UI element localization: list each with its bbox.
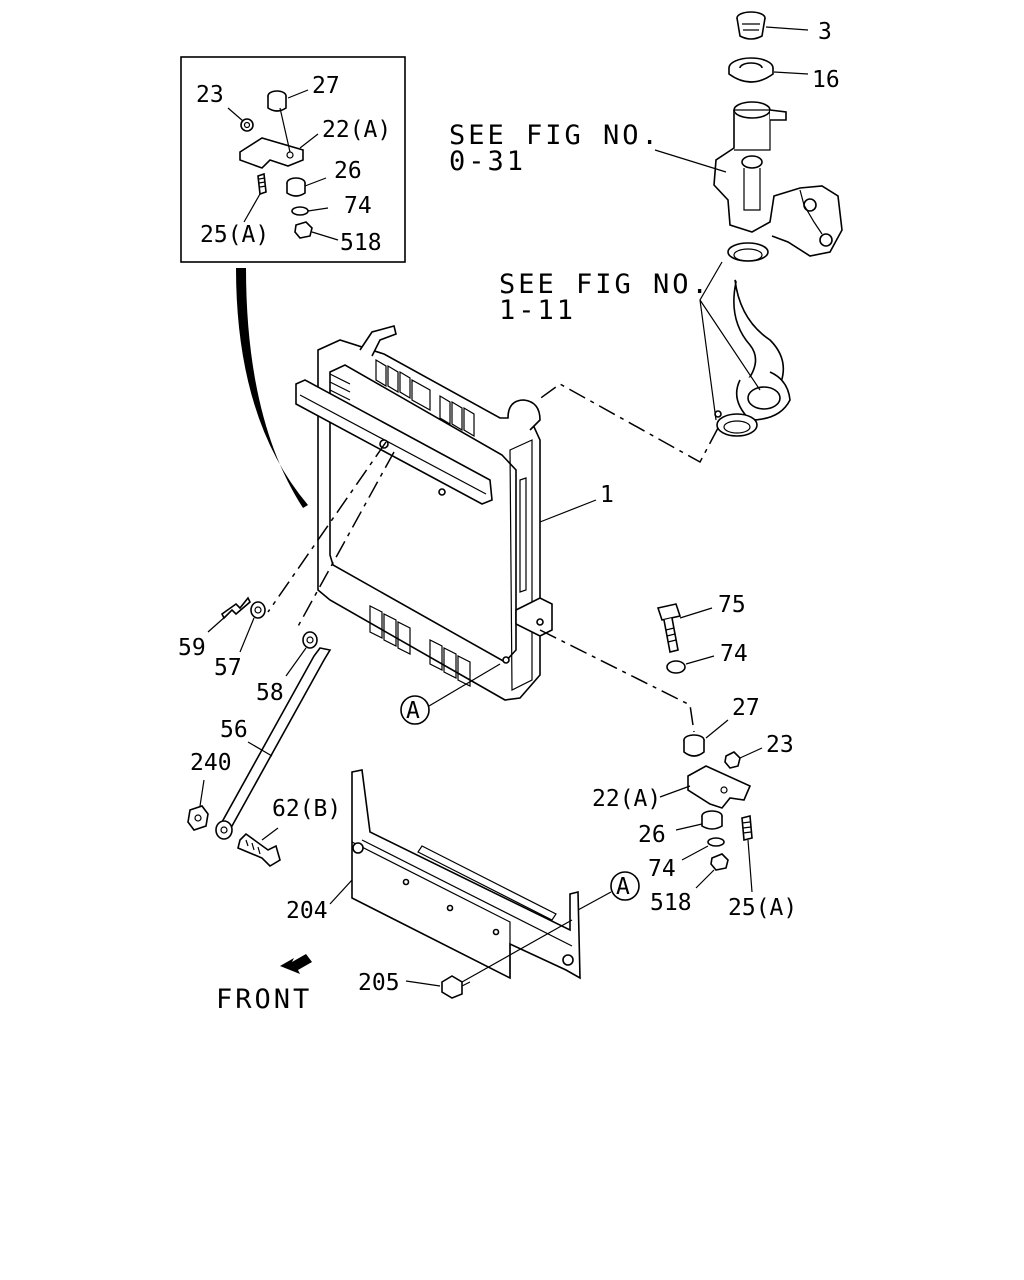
mount-route-line [539,629,695,733]
label-74-right: 74 [720,641,748,667]
label-56: 56 [220,717,248,743]
label-57: 57 [214,655,242,681]
inset-label-23: 23 [196,82,224,108]
inset-cushion-27 [267,90,287,112]
inset-pointer-arrow [236,268,308,508]
rod-route-line-a [267,441,387,613]
front-arrow-icon [280,954,312,974]
bolt-62b [237,832,281,868]
label-22a-right: 22(A) [592,786,661,812]
inset-cushion-26 [286,177,306,197]
label-205: 205 [358,970,400,996]
bolt-75 [656,603,682,653]
inset-bracket-22a [239,137,304,169]
inset-label-27: 27 [312,73,340,99]
label-1: 1 [600,482,614,508]
cushion-27-right [683,734,705,757]
label-58: 58 [256,680,284,706]
bracket-22a-right [687,765,752,809]
front-direction-indicator: FRONT [216,954,312,1015]
inset-frame [180,56,406,263]
upper-hose-clamp [727,242,769,262]
mount-detail-inset: 23 27 22(A) 26 74 25(A) 518 [180,56,406,263]
hose-route-line [537,383,719,464]
stud-25a-right [741,814,753,842]
label-26-right: 26 [638,822,666,848]
inset-washer-74 [291,206,309,216]
label-62b: 62(B) [272,796,341,822]
label-23-right: 23 [766,732,794,758]
label-74-lower: 74 [648,856,676,882]
inset-label-518: 518 [340,230,382,256]
inset-stud-25a [257,172,267,196]
label-25a-right: 25(A) [728,895,797,921]
washer-74-right [666,660,686,674]
inset-label-74: 74 [344,193,372,219]
see-fig-1-11-line1: SEE FIG NO. [499,269,711,300]
nut-23-right [724,751,741,769]
see-fig-1-11-line2: 1-11 [499,295,576,326]
reference-marker-a-right: A [577,871,640,911]
washer-74-lower [707,837,725,847]
bolt-205 [441,975,471,999]
cap-gasket-16 [728,57,774,83]
label-59: 59 [178,635,206,661]
label-518-lower: 518 [650,890,692,916]
washer-57 [250,601,266,619]
cushion-26-right [701,810,723,830]
lower-hose-clamp [714,410,758,437]
front-label: FRONT [216,984,312,1015]
see-fig-1-11: SEE FIG NO. 1-11 [499,261,761,421]
radiator-assembly-1 [295,325,553,701]
see-fig-0-31-line2: 0-31 [449,146,526,177]
label-27-right: 27 [732,695,760,721]
inset-nut-518 [294,221,313,239]
inset-label-25a: 25(A) [200,222,269,248]
label-16: 16 [812,67,840,93]
marker-a-right-text: A [616,874,630,900]
lower-bracket-204 [351,769,581,980]
stay-rod-56 [215,647,332,840]
reference-marker-a-left: A [400,663,501,725]
inset-label-22a: 22(A) [322,117,391,143]
inset-nut-23 [240,118,254,132]
label-240: 240 [190,750,232,776]
nut-240 [187,805,209,831]
label-75: 75 [718,592,746,618]
washer-58 [302,631,318,649]
see-fig-0-31-line1: SEE FIG NO. [449,120,661,151]
marker-a-left-text: A [406,698,420,724]
upper-radiator-hose [733,279,791,421]
clip-59 [220,596,251,620]
filler-neck-housing [713,101,843,257]
radiator-cap-3 [736,11,766,40]
nut-518-lower [710,853,729,871]
label-204: 204 [286,898,328,924]
see-fig-0-31: SEE FIG NO. 0-31 [449,120,727,177]
inset-label-26: 26 [334,158,362,184]
label-3: 3 [818,19,832,45]
